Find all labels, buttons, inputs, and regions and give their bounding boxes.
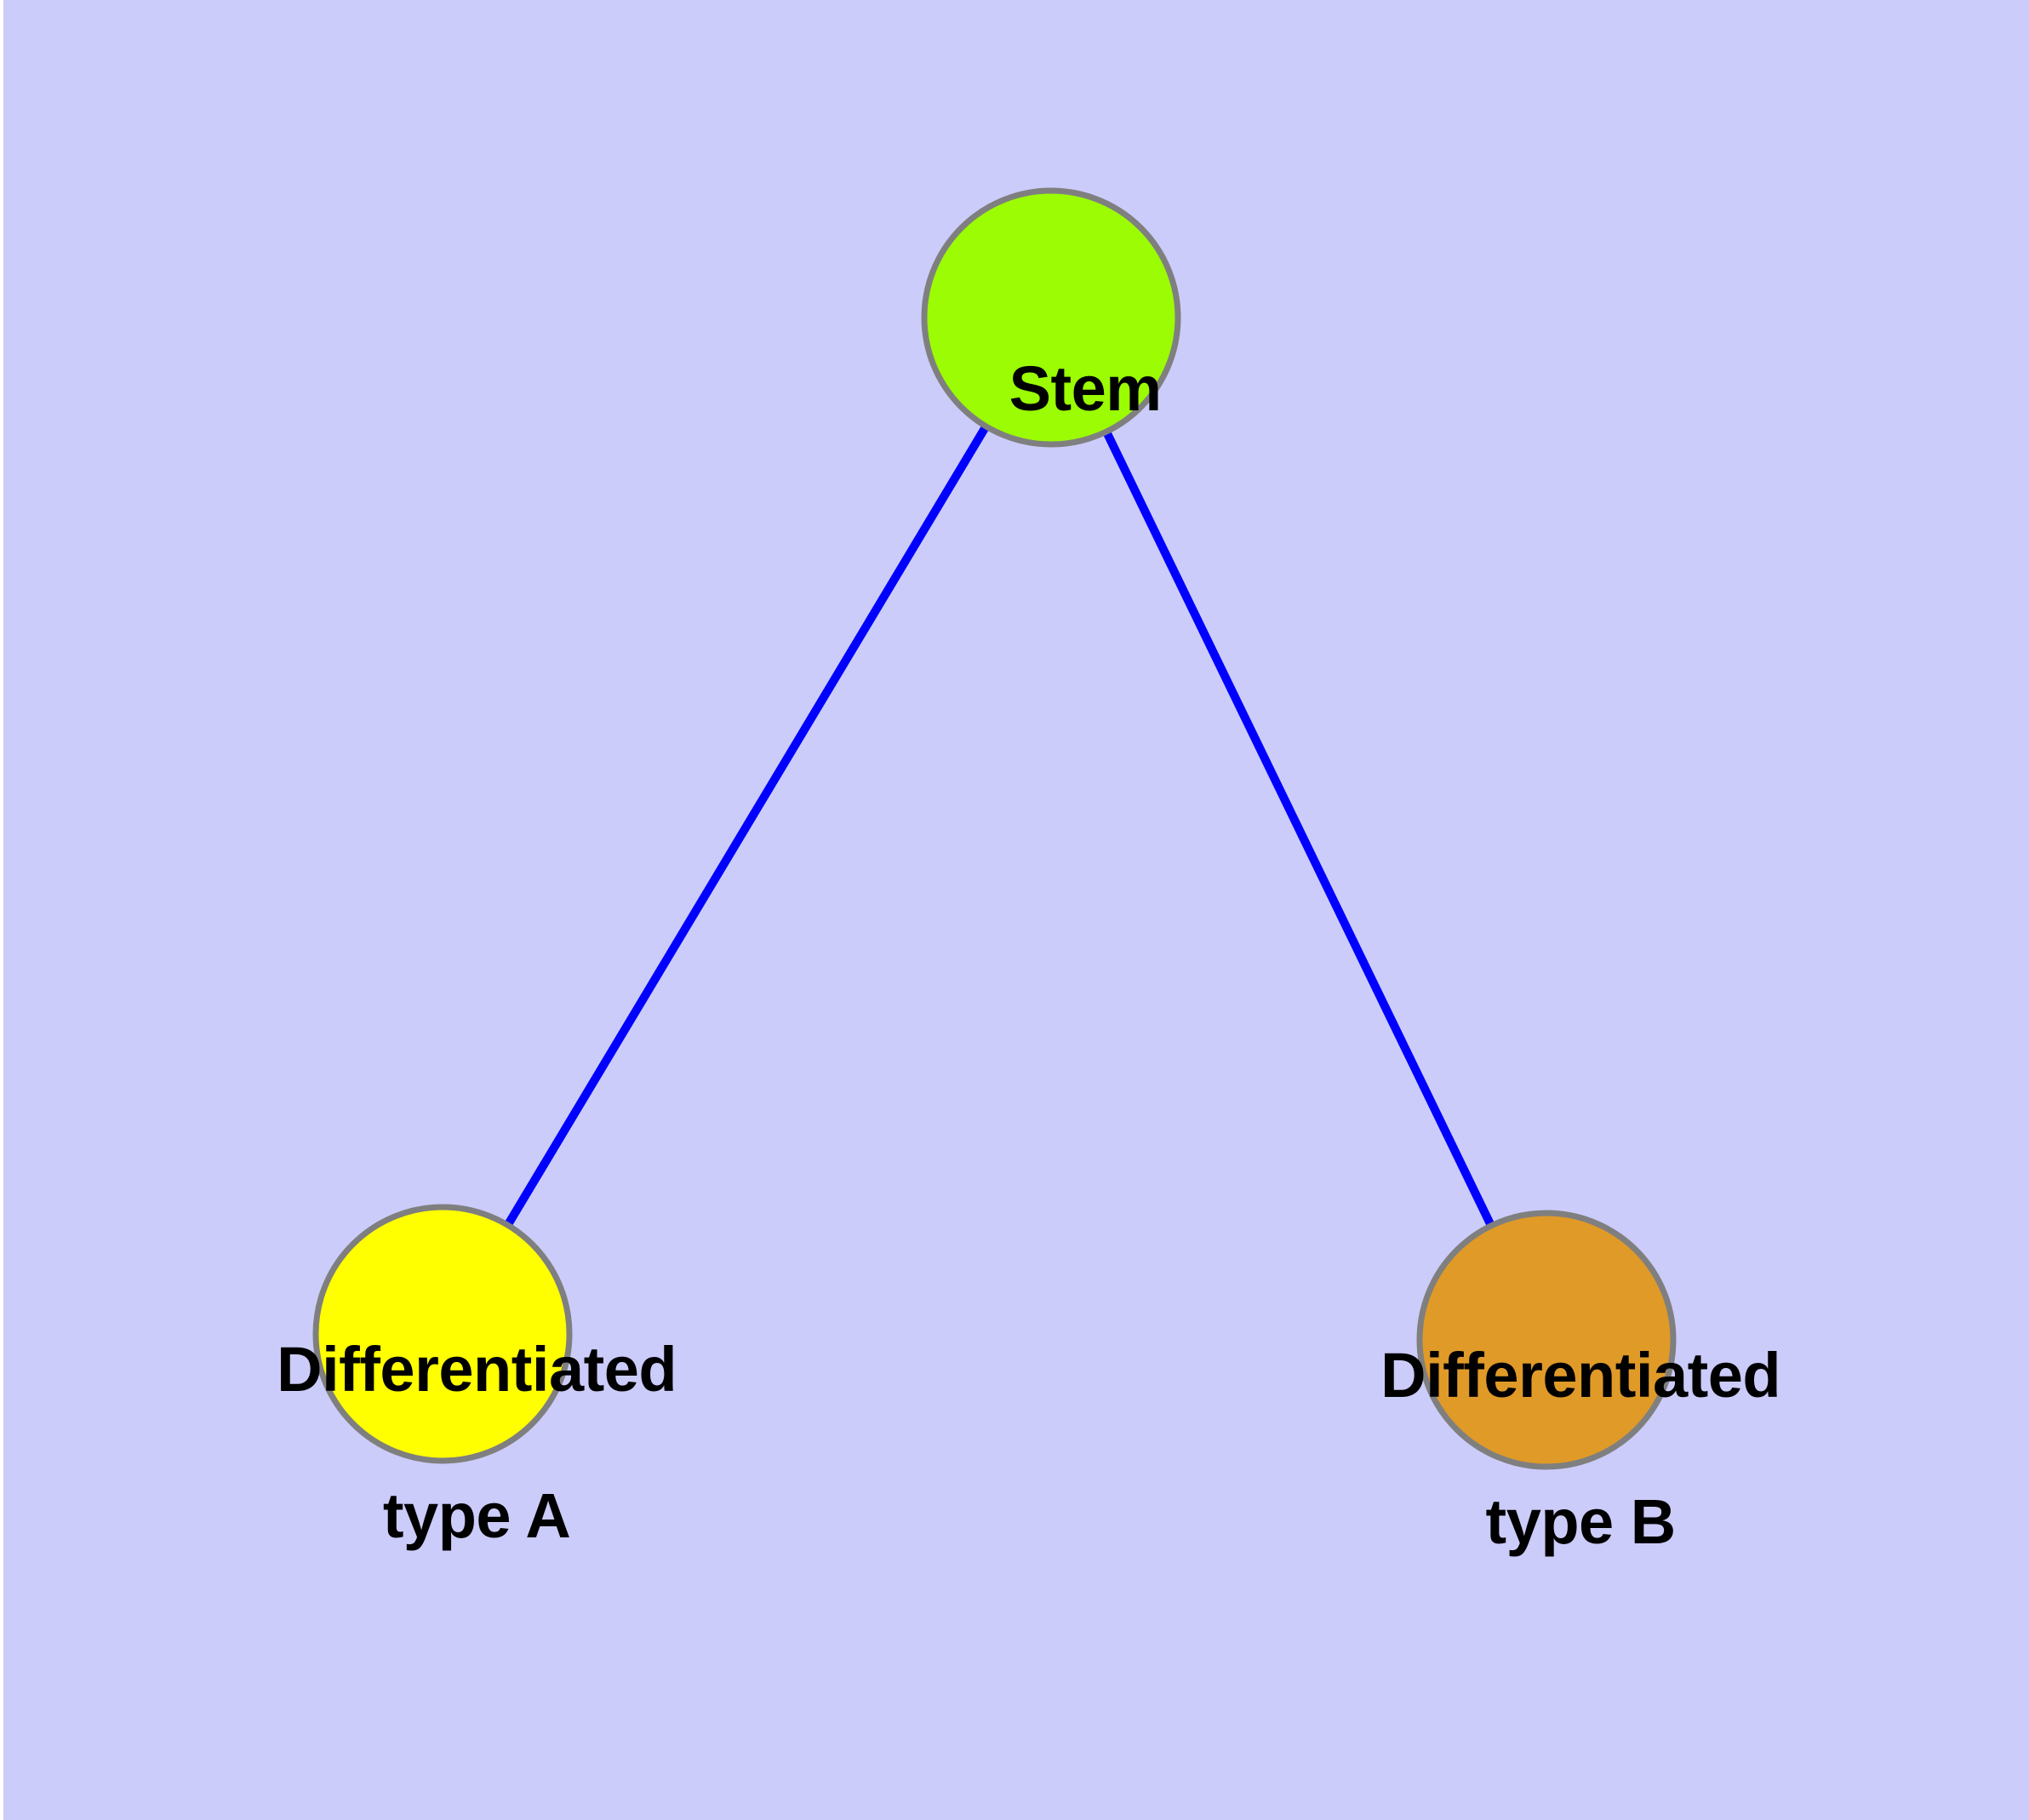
node-diff-b-circle[interactable]	[1416, 1210, 1677, 1470]
node-group	[312, 187, 1677, 1470]
edge-group	[438, 315, 1551, 1342]
edge-stem-to-diff-b[interactable]	[1047, 315, 1551, 1342]
node-stem-circle[interactable]	[921, 187, 1181, 448]
node-diff-a-circle[interactable]	[312, 1204, 573, 1464]
edge-stem-to-diff-a[interactable]	[438, 315, 1055, 1336]
